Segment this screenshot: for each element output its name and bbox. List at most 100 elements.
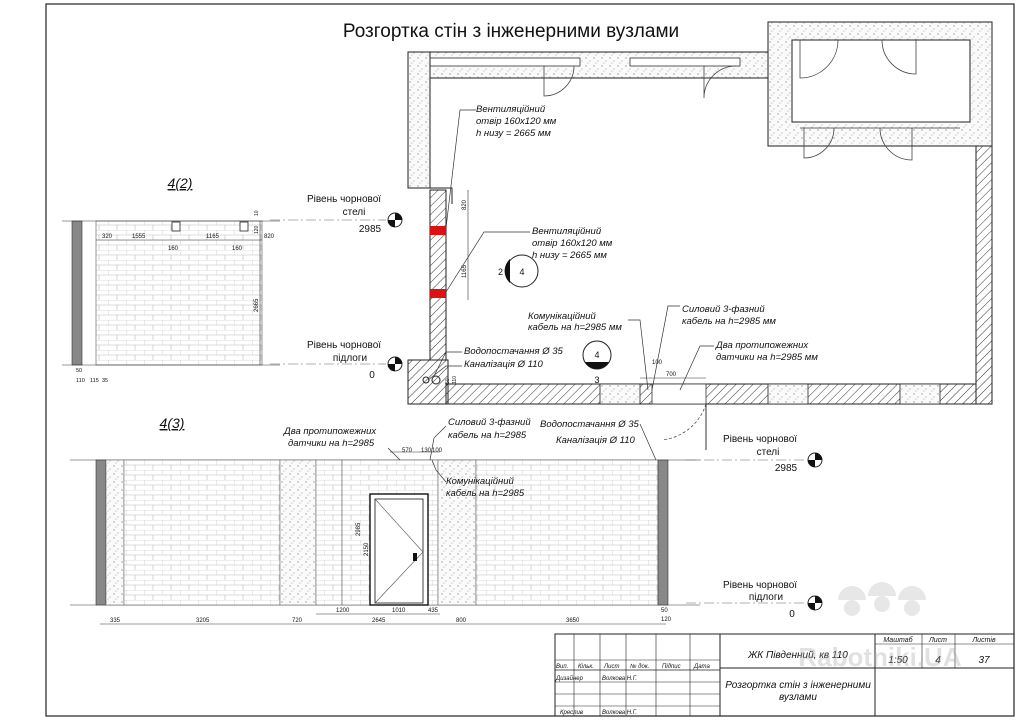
v43-bdim-2645: 2645 xyxy=(372,618,386,624)
v43-power-line2: кабель на h=2985 xyxy=(448,430,527,441)
floor-value-r: 0 xyxy=(789,609,795,620)
v43-bdim-720: 720 xyxy=(292,618,303,624)
v42-dim-1165: 1165 xyxy=(206,234,220,240)
level-floor-left: Рівень чорнової підлоги 0 xyxy=(270,340,403,381)
plan-comm-line1: Комунікаційний xyxy=(528,311,596,322)
plan-dim-700: 700 xyxy=(666,372,677,378)
floor-value: 0 xyxy=(369,370,375,381)
v42-vdim-2665: 2665 xyxy=(254,298,260,312)
right-wall xyxy=(975,145,993,405)
stamp-drafter: Волкова Н.Г. xyxy=(602,710,637,716)
v43-tdim-570: 570 xyxy=(402,448,413,454)
stamp-sheet: 4 xyxy=(935,655,941,666)
v42-bdim-115: 115 xyxy=(90,378,99,384)
stamp-title-line1: Розгортка стін з інженерними xyxy=(725,680,871,691)
plan-water: Водопостачання Ø 35 xyxy=(464,346,564,357)
floor-label-1: Рівень чорнової xyxy=(307,340,381,351)
v42-dim-160a: 160 xyxy=(168,246,179,252)
v43-comm-line1: Комунікаційний xyxy=(446,476,514,487)
v43-power-line1: Силовий 3-фазний xyxy=(448,417,531,428)
v43-sewer: Каналізація Ø 110 xyxy=(556,435,635,446)
left-wall-hatched xyxy=(429,189,447,361)
stamp-title-line2: вузлами xyxy=(779,692,817,703)
v43-rdim-120: 120 xyxy=(661,617,672,623)
v42-bdim-50: 50 xyxy=(76,368,82,374)
stamp-col-sign: Підпис xyxy=(662,664,681,670)
v43-sdim-435: 435 xyxy=(428,608,439,614)
ceil-label-r1: Рівень чорнової xyxy=(723,434,797,445)
marker-b-top: 4 xyxy=(594,350,599,360)
v43-sdim-1200: 1200 xyxy=(336,608,350,614)
view42-vent-1 xyxy=(171,221,181,232)
level-floor-right: Рівень чорнової підлоги 0 xyxy=(686,580,823,620)
plan-sensors-line1: Два протипожежних xyxy=(715,340,809,351)
stamp-sheets-label: Листів xyxy=(971,636,996,644)
level-ceiling-left: Рівень чорнової стелі 2985 xyxy=(270,194,403,235)
ceil-label-1: Рівень чорнової xyxy=(307,194,381,205)
view43-door xyxy=(369,493,429,606)
stamp-scale-label: Маштаб xyxy=(883,636,913,644)
v43-bdim-3205: 3205 xyxy=(196,618,210,624)
view42-vent-2 xyxy=(239,221,249,232)
stamp-designer: Волкова Н.Г. xyxy=(602,676,637,682)
v42-dim-820: 820 xyxy=(264,234,275,240)
drawing-title: Розгортка стін з інженерними вузлами xyxy=(343,21,679,42)
stamp-col-lyst: Лист xyxy=(603,664,619,670)
marker-a-left: 2 xyxy=(498,267,503,277)
plan-dim-50: 50 xyxy=(445,378,451,384)
stamp-col-date: Дата xyxy=(693,664,710,670)
bottom-wall xyxy=(445,383,977,405)
floor-plan: 2 4 4 3 820 1165 100 700 50 110 xyxy=(407,21,993,450)
ceil-label-r2: стелі xyxy=(757,447,780,458)
sheet-frame xyxy=(45,3,1015,717)
plan-comm-line2: кабель на h=2985 мм xyxy=(528,322,622,333)
view43-wall-2 xyxy=(475,459,659,606)
vent2-line3: h низу = 2665 мм xyxy=(532,250,607,261)
window-1 xyxy=(429,57,581,67)
elevation-4-3: 4(3) 2985 2150 570 130 100 1200 1010 435… xyxy=(70,415,700,625)
vent2-line2: отвір 160х120 мм xyxy=(532,238,613,249)
v43-sensors-line2: датчики на h=2985 xyxy=(288,438,375,449)
plan-dim-820: 820 xyxy=(462,199,468,210)
v42-vdim-10: 10 xyxy=(254,210,260,216)
floor-label-2: підлоги xyxy=(333,353,367,364)
floor-label-r1: Рівень чорнової xyxy=(723,580,797,591)
stamp-col-vyp: Вип. xyxy=(556,664,568,670)
v43-comm-line2: кабель на h=2985 xyxy=(446,488,525,499)
level-ceiling-right: Рівень чорнової стелі 2985 xyxy=(686,434,823,474)
marker-a-right: 4 xyxy=(519,267,524,277)
view43-wall-1 xyxy=(123,459,281,606)
v42-bdim-35: 35 xyxy=(102,378,108,384)
ceil-value: 2985 xyxy=(359,224,382,235)
v42-dim-320: 320 xyxy=(102,234,113,240)
stamp-scale: 1:50 xyxy=(888,655,908,666)
v43-sensors-line1: Два протипожежних xyxy=(283,426,377,437)
stamp-project: ЖК Південний, кв 110 xyxy=(747,650,848,661)
v43-water: Водопостачання Ø 35 xyxy=(540,419,640,430)
stamp-col-doc: № док. xyxy=(630,663,649,670)
v42-bdim-110: 110 xyxy=(76,378,85,384)
v42-vdim-120: 120 xyxy=(254,225,260,234)
title-block xyxy=(554,633,1015,717)
marker-b-bottom: 3 xyxy=(594,375,599,385)
stamp-sheets: 37 xyxy=(978,655,990,666)
view43-label: 4(3) xyxy=(160,415,185,431)
plan-power-line2: кабель на h=2985 мм xyxy=(682,316,776,327)
vent-opening-2 xyxy=(430,289,446,298)
watermark-text: Rabotniki.UA xyxy=(798,642,961,672)
v43-door-2150: 2150 xyxy=(364,542,370,556)
view42-label: 4(2) xyxy=(168,175,193,191)
v43-bdim-335: 335 xyxy=(110,618,121,624)
v43-door-2985: 2985 xyxy=(356,522,362,536)
vent1-line2: отвір 160х120 мм xyxy=(476,116,557,127)
elevation-4-2: 4(2) 320 1555 160 1165 160 820 10 120 26… xyxy=(62,175,280,384)
view42-wall xyxy=(95,220,263,366)
left-wall-upper xyxy=(407,51,431,189)
stamp-sheet-label: Лист xyxy=(928,637,947,644)
ceil-value-r: 2985 xyxy=(775,463,798,474)
v43-bdim-3650: 3650 xyxy=(566,618,580,624)
v43-sdim-1010: 1010 xyxy=(392,608,406,614)
plan-sensors-line2: датчики на h=2985 мм xyxy=(716,352,818,363)
vent-opening-1 xyxy=(430,226,446,235)
